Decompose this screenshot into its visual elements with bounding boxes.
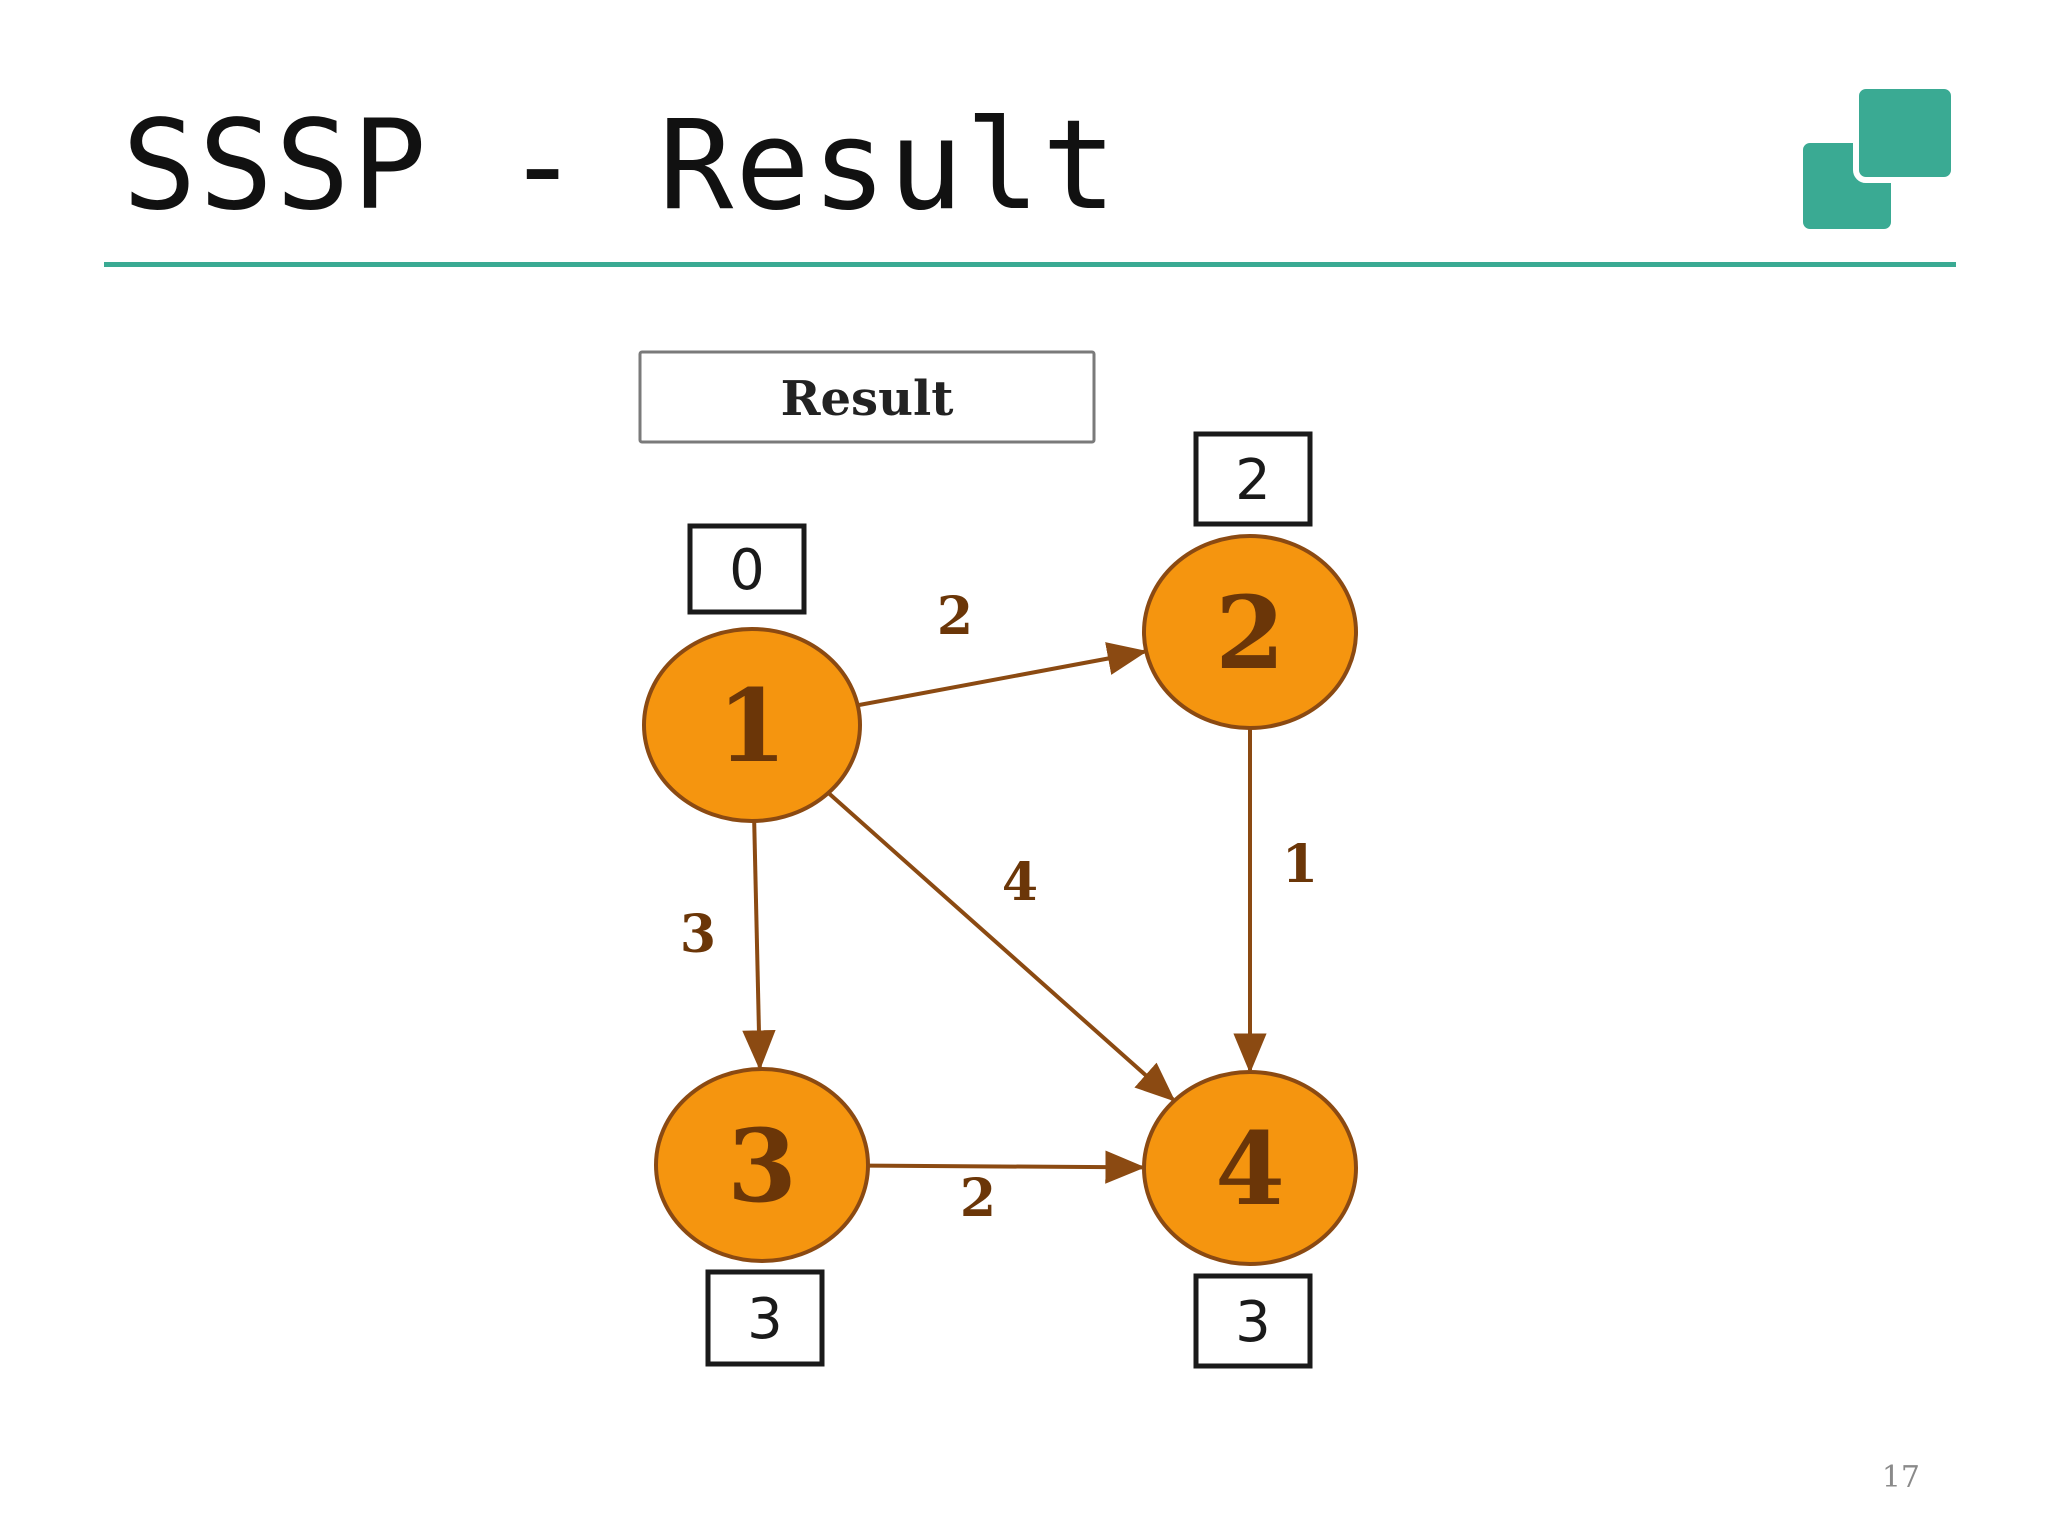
title-rule [104,262,1956,267]
node-label-4: 4 [1215,1110,1285,1228]
distance-box-1 [687,523,807,615]
node-2 [1142,534,1358,730]
page-number: 17 [1881,1460,1920,1495]
edge-1-2 [857,642,1148,708]
distance-value-1: 0 [729,538,765,603]
distance-value-3: 3 [747,1287,783,1352]
edge-weight-1-4: 4 [1002,852,1038,913]
distance-box-2 [1193,431,1313,527]
edge-weight-2-4: 1 [1282,834,1318,895]
logo-icon [1800,84,1956,235]
edge-3-4 [867,1150,1146,1184]
edge-weight-1-3: 3 [680,904,716,965]
node-label-3: 3 [727,1107,797,1225]
node-3 [654,1067,870,1263]
edge-weight-3-4: 2 [960,1168,996,1229]
distance-box-3 [705,1269,825,1367]
node-4 [1142,1070,1358,1266]
slide-title: SSSP - Result [122,94,1119,238]
node-1 [642,627,862,823]
edge-1-3 [742,820,776,1071]
node-label-1: 1 [717,667,787,785]
distance-value-2: 2 [1235,448,1271,513]
distance-value-4: 3 [1235,1290,1271,1355]
result-header-label: Result [781,371,954,427]
edge-weight-1-2: 2 [937,586,973,647]
distance-box-4 [1193,1273,1313,1369]
result-header-box [638,350,1096,444]
edge-1-4 [827,791,1176,1102]
node-label-2: 2 [1215,574,1285,692]
